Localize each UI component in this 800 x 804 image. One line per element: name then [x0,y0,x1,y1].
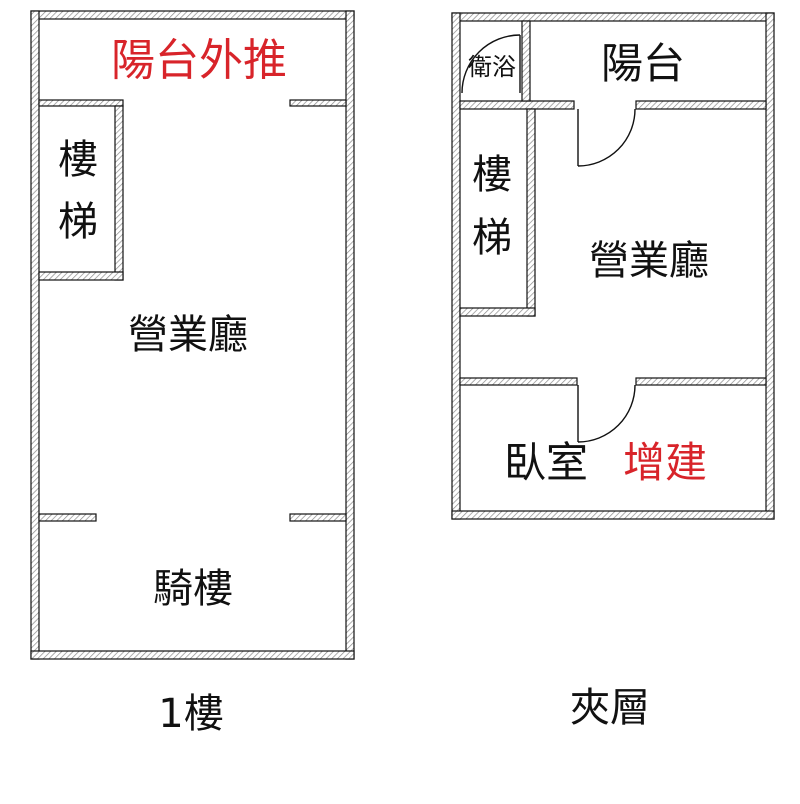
bathroom-door-swing [461,34,521,94]
mezzanine-bathroom-label: 衛浴 [468,53,516,81]
floor-1-plan: 陽台外推 樓 梯 營業廳 騎樓 1樓 [30,10,355,737]
floor-1-caption: 1樓 [158,691,223,737]
mezzanine-stairs-label-top: 樓 [472,152,512,198]
mezzanine-business-hall-label: 營業廳 [589,238,709,284]
floor-1-stairs-label-top: 樓 [58,137,98,183]
mezzanine-walls [451,12,775,520]
floor-1-business-hall-label: 營業廳 [128,312,248,358]
floor-1-arcade-label: 騎樓 [153,566,233,612]
bedroom-door-swing [577,384,636,443]
mezzanine-caption: 夾層 [570,685,650,731]
floor-1-stairs-label-bottom: 梯 [58,199,98,245]
mezzanine-extension-label: 增建 [623,438,707,487]
floor-1-balcony-label: 陽台外推 [111,35,287,86]
mezzanine-balcony-label: 陽台 [601,39,685,88]
floor-1-walls [30,10,355,660]
mezzanine-bedroom-label: 臥室 [504,438,588,487]
mezzanine-stairs-label-bottom: 梯 [472,215,512,261]
mezzanine-plan: 衛浴 陽台 樓 梯 營業廳 臥室 增建 夾層 [451,12,775,731]
hall-door-swing [577,108,636,167]
